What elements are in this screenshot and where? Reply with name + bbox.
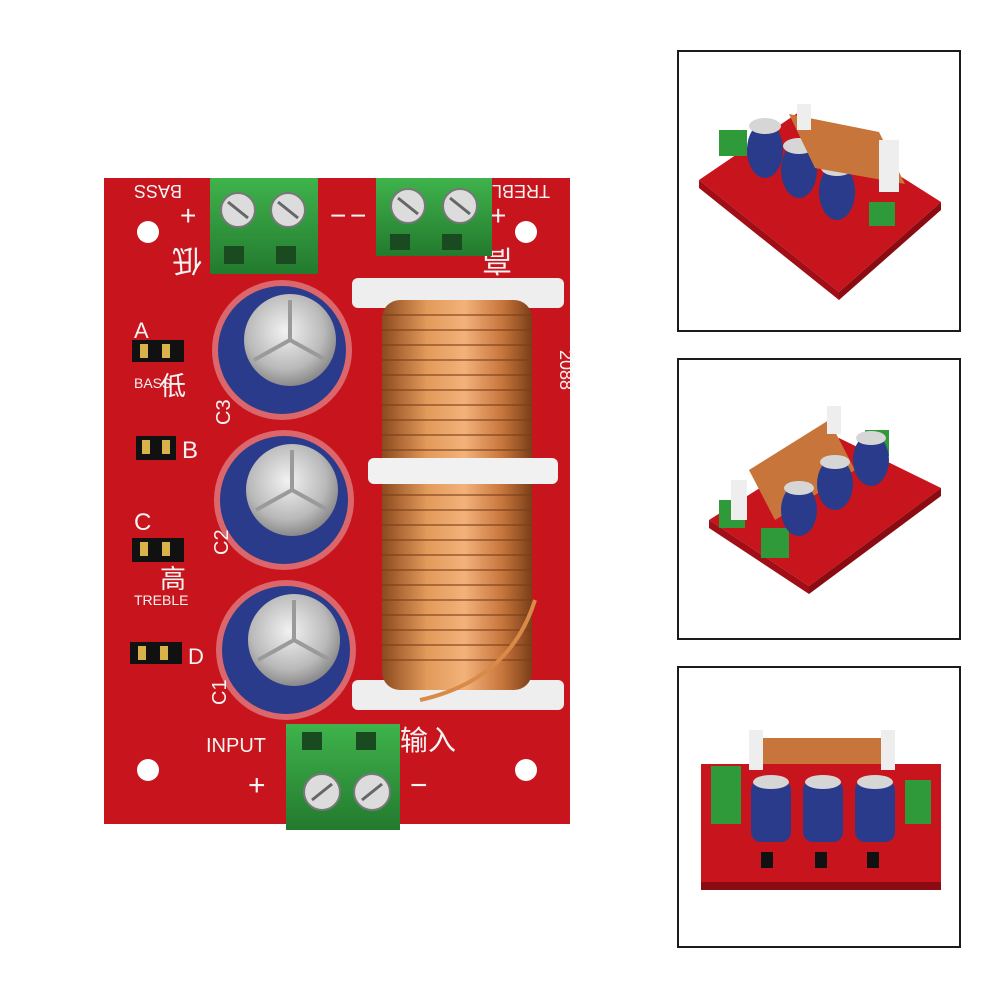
c3-label: C3 [213,399,235,425]
input-plus-label: + [248,769,266,802]
main-product-photo: BASS TREBLE + − − + 低 高 2088 A 低 BASS B … [90,160,590,840]
bass-terminal [210,178,318,274]
low-cn-label: 低 [172,242,202,277]
mount-hole [515,221,537,243]
treble-side-label: TREBLE [134,592,188,608]
treble-minus-label: − [350,200,366,231]
jumper-header [132,538,184,562]
treble-high-cn-label: 高 [160,565,186,595]
thumbnail-angle-2[interactable] [677,358,961,640]
input-minus-label: − [410,769,428,802]
bass-plus-label: + [180,200,196,231]
capacitor-c3 [212,280,352,420]
bass-label: BASS [134,181,182,201]
capacitor-c2 [214,430,354,570]
treble-label: TREBLE [480,181,550,201]
jumper-c-label: C [134,509,151,536]
c2-label: C2 [211,529,233,555]
thumbnail-angle-1[interactable] [677,50,961,332]
treble-terminal [376,178,492,256]
capacitor-c1 [216,580,356,720]
thumbnail-angle-3[interactable] [677,666,961,948]
c1-label: C1 [209,679,231,705]
jumper-d-label: D [188,644,204,669]
mount-hole [137,221,159,243]
model-label: 2088 [556,350,576,390]
inductor-coil [352,278,564,710]
jumper-header [130,642,182,664]
bass-minus-label: − [330,200,346,231]
bass-low-cn-label: 低 [160,372,186,402]
input-cn-label: 输入 [400,724,456,757]
mount-hole [137,759,159,781]
input-label: INPUT [206,735,266,757]
jumper-b-label: B [182,437,198,464]
cable-tie [368,458,558,484]
treble-plus-label: + [490,200,506,231]
bass-side-label: BASS [134,375,171,391]
jumper-a-label: A [134,318,149,343]
crossover-board-illustration: BASS TREBLE + − − + 低 高 2088 A 低 BASS B … [104,178,576,830]
jumper-header [132,340,184,362]
input-terminal [286,724,400,830]
mount-hole [515,759,537,781]
thumbnail-board-illustration [699,104,941,300]
thumbnail-board-illustration [709,406,941,594]
thumbnail-board-illustration [701,730,941,890]
